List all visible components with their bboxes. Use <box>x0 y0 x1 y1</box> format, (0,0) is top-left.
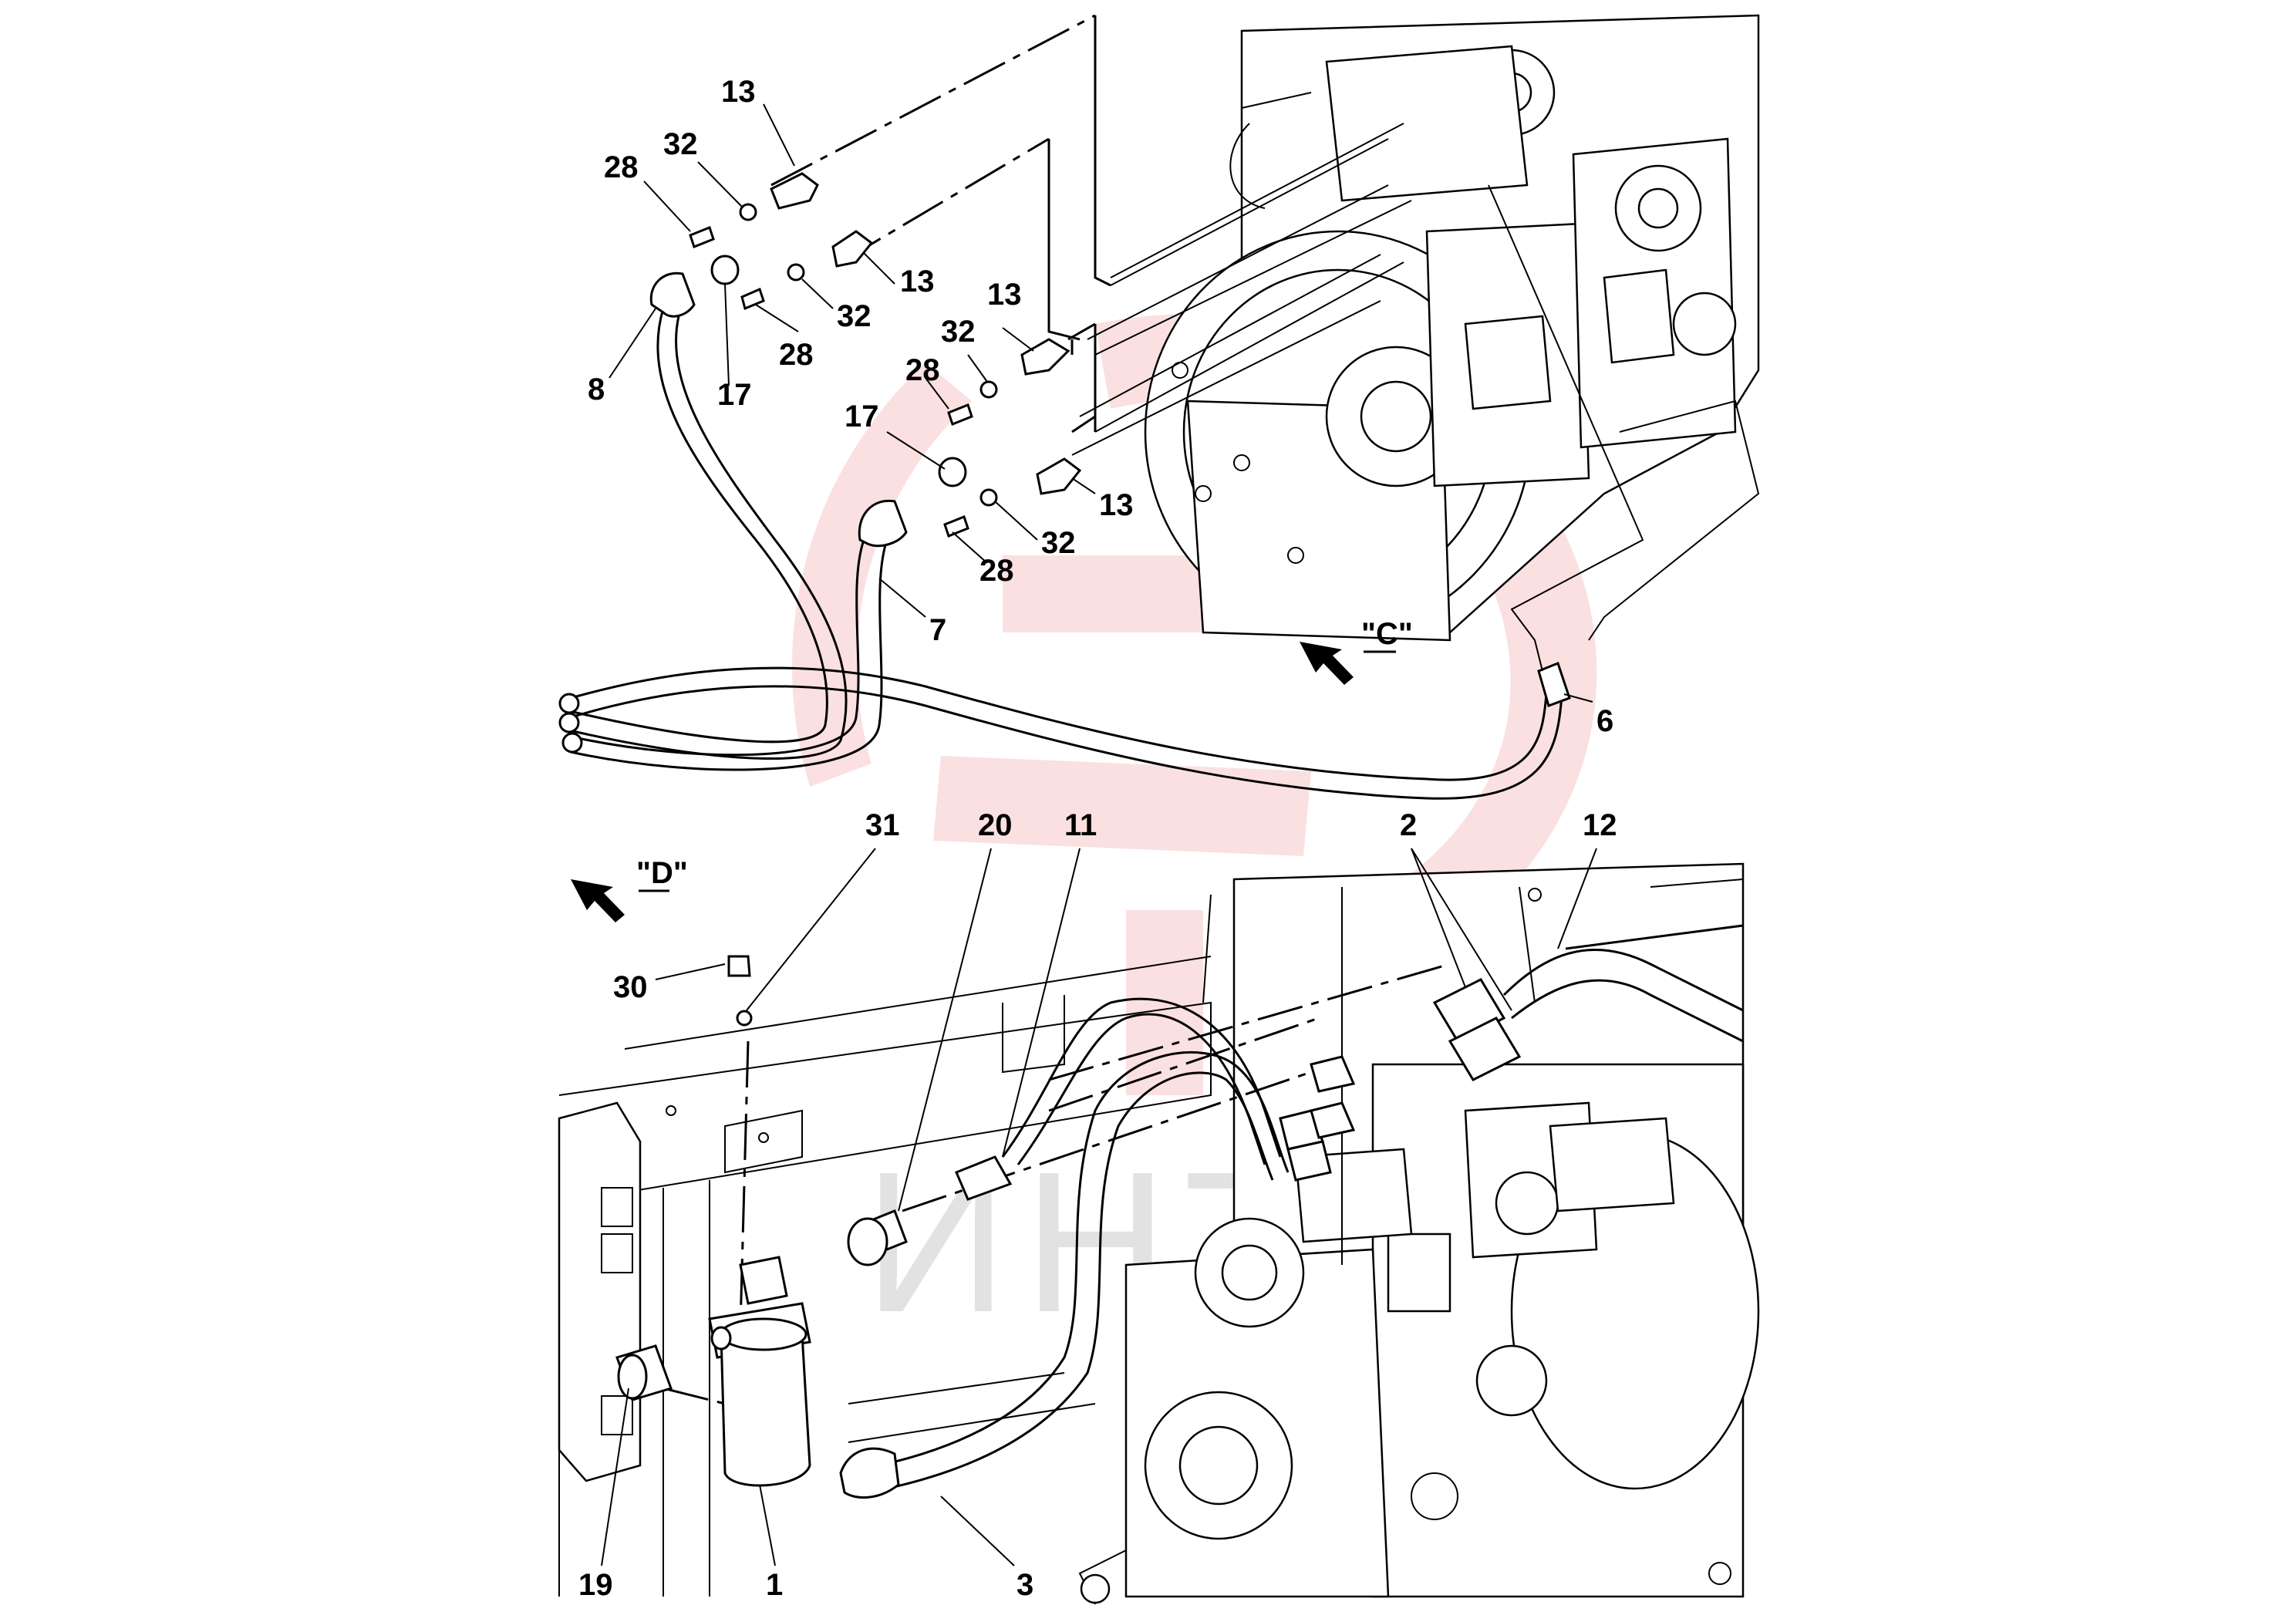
bolt <box>689 226 715 248</box>
hose-end-cap <box>558 693 580 714</box>
bolt <box>740 287 765 311</box>
callout-6: 6 <box>1596 704 1613 738</box>
clamp-hardware <box>689 172 1082 1027</box>
callout-12: 12 <box>1583 808 1617 842</box>
o-ring <box>710 255 740 285</box>
elbow-fitting-8 <box>649 271 696 318</box>
hose-fitting <box>1310 1055 1356 1093</box>
adapter-fitting <box>847 1217 888 1266</box>
washer <box>787 263 805 282</box>
view-d-arrow: "D" <box>571 856 688 922</box>
leader-lines <box>601 103 1597 1566</box>
callout-labels: 13 32 28 13 32 28 8 17 13 32 28 17 13 32… <box>578 75 1617 1602</box>
upper-transmission-assembly <box>1144 14 1760 642</box>
callout-7: 7 <box>929 613 946 647</box>
callout-13: 13 <box>900 265 935 298</box>
lower-pump-assembly <box>1078 862 1760 1605</box>
callout-31: 31 <box>865 808 900 842</box>
callout-2: 2 <box>1400 808 1417 842</box>
view-d-label: "D" <box>636 856 688 890</box>
view-c-arrow: "C" <box>1300 617 1413 685</box>
callout-17: 17 <box>717 378 752 412</box>
clamp <box>770 172 819 210</box>
callout-13: 13 <box>1099 488 1134 522</box>
upper-hose-bundle <box>558 255 1571 800</box>
callout-32: 32 <box>1041 526 1076 560</box>
lower-hose-bundle <box>839 924 1744 1499</box>
clamp <box>1036 457 1082 495</box>
hose-fitting <box>1448 1017 1522 1081</box>
clamp <box>1020 338 1070 376</box>
callout-32: 32 <box>837 299 872 333</box>
straight-fitting-6 <box>1537 662 1571 707</box>
view-c-label: "C" <box>1361 617 1413 651</box>
callout-3: 3 <box>1017 1568 1033 1602</box>
washer <box>979 380 998 399</box>
callout-8: 8 <box>588 373 605 406</box>
hose-fitting <box>1286 1140 1332 1182</box>
o-ring <box>938 457 967 487</box>
callout-13: 13 <box>987 278 1022 312</box>
elbow-fitting-3 <box>839 1447 900 1499</box>
hose-end-cap <box>561 732 583 754</box>
callout-32: 32 <box>941 315 976 349</box>
callout-28: 28 <box>979 554 1014 588</box>
callout-13: 13 <box>721 75 756 109</box>
washer <box>979 488 998 507</box>
washer <box>736 1010 753 1027</box>
callout-1: 1 <box>766 1568 783 1602</box>
clamp <box>831 230 874 268</box>
bolt <box>727 955 751 977</box>
callout-17: 17 <box>845 400 879 433</box>
callout-28: 28 <box>779 338 814 372</box>
hose-end-cap <box>558 712 580 733</box>
bolt <box>943 515 969 538</box>
washer <box>739 203 757 221</box>
callout-19: 19 <box>578 1568 613 1602</box>
elbow-fitting-7 <box>858 499 908 548</box>
assembly-reference-lines <box>663 14 1644 1405</box>
callout-30: 30 <box>613 970 648 1004</box>
callout-28: 28 <box>604 150 639 184</box>
callout-32: 32 <box>663 127 698 161</box>
hose-fitting <box>955 1155 1013 1201</box>
filter-canister <box>615 1256 811 1487</box>
callout-20: 20 <box>978 808 1013 842</box>
callout-28: 28 <box>905 353 940 387</box>
callout-11: 11 <box>1064 808 1097 842</box>
bolt <box>947 403 973 426</box>
hose-fitting <box>1310 1101 1356 1139</box>
